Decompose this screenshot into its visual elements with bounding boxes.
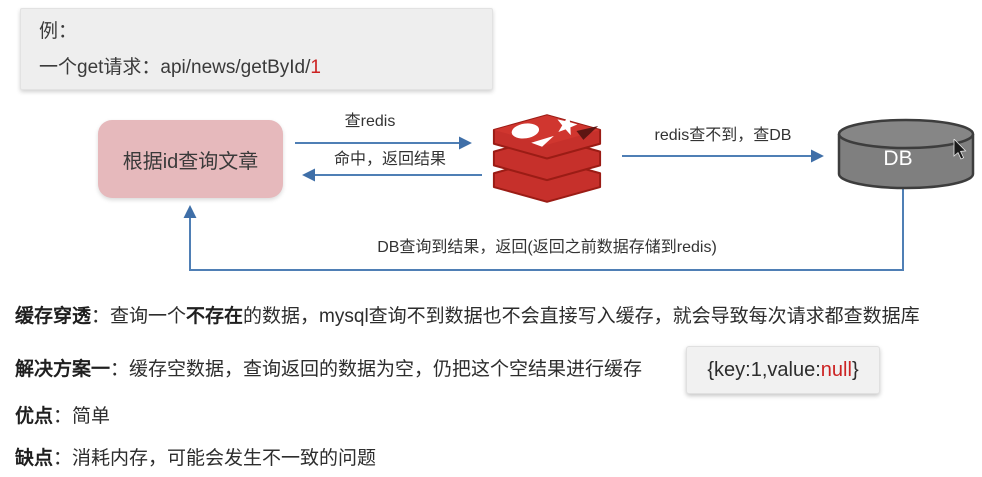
mouse-cursor-icon bbox=[953, 139, 967, 160]
label-query-redis: 查redis bbox=[344, 113, 396, 130]
db-label: DB bbox=[883, 147, 912, 170]
example-request: 一个get请求：api/news/getById/1 bbox=[39, 58, 492, 77]
null-value: null bbox=[820, 358, 852, 381]
query-article-label: 根据id查询文章 bbox=[122, 150, 259, 173]
label-hit-return: 命中，返回结果 bbox=[333, 151, 446, 168]
note-pros: 优点：简单 bbox=[15, 406, 111, 427]
query-article-node: 根据id查询文章 bbox=[98, 120, 283, 198]
example-request-id: 1 bbox=[310, 57, 321, 78]
db-cylinder: DB bbox=[837, 118, 975, 190]
term-pros: 优点 bbox=[15, 406, 54, 427]
term-solution-one: 解决方案一 bbox=[15, 359, 111, 380]
term-cons: 缺点 bbox=[15, 448, 54, 469]
example-box: 例： 一个get请求：api/news/getById/1 bbox=[20, 8, 493, 90]
note-cache-penetration: 缓存穿透：查询一个不存在的数据，mysql查询不到数据也不会直接写入缓存，就会导… bbox=[15, 306, 920, 327]
note-solution-one: 解决方案一：缓存空数据，查询返回的数据为空，仍把这个空结果进行缓存 bbox=[15, 359, 643, 380]
null-value-cache-box: {key:1,value:null} bbox=[686, 346, 880, 394]
redis-logo-icon bbox=[492, 114, 602, 203]
label-redis-miss: redis查不到，查DB bbox=[654, 127, 792, 144]
term-cache-penetration: 缓存穿透 bbox=[15, 306, 92, 327]
example-request-prefix: 一个get请求：api/news/getById/ bbox=[39, 57, 311, 78]
term-not-exist: 不存在 bbox=[186, 306, 244, 327]
note-cons: 缺点：消耗内存，可能会发生不一致的问题 bbox=[15, 448, 377, 469]
example-title: 例： bbox=[39, 21, 78, 42]
label-db-return: DB查询到结果，返回(返回之前数据存储到redis) bbox=[377, 239, 717, 256]
